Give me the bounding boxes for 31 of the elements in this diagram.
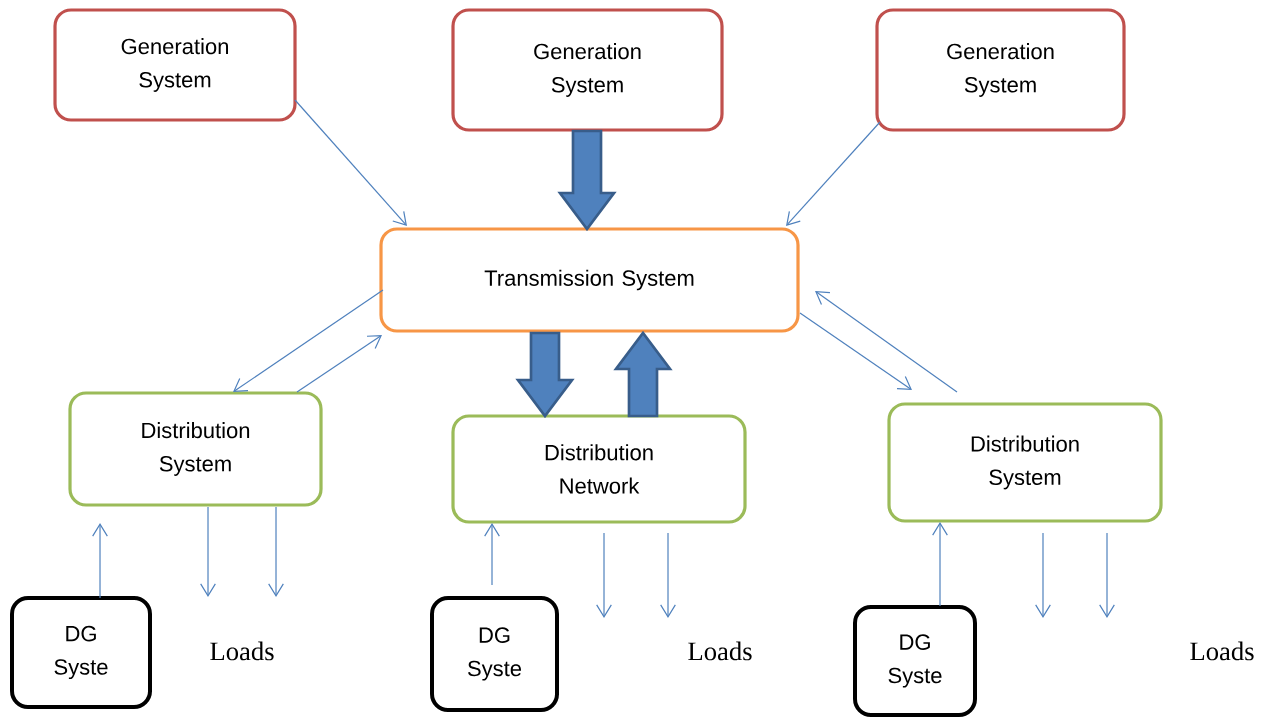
arrow <box>200 506 216 597</box>
arrow <box>296 335 382 393</box>
generation-box: Generation System <box>451 8 724 132</box>
arrow <box>596 532 612 618</box>
loads-label: Loads <box>1190 641 1254 661</box>
generation-box: Generation System <box>875 8 1126 132</box>
arrow <box>233 289 384 392</box>
arrow <box>786 121 881 226</box>
arrow <box>294 99 407 226</box>
arrow <box>660 532 676 618</box>
arrow <box>815 291 958 393</box>
dg-box: DG Syste <box>430 596 559 712</box>
loads-label: Loads <box>210 641 274 661</box>
block-arrow <box>515 331 575 419</box>
dg-box: DG Syste <box>10 596 152 709</box>
arrow <box>1035 532 1051 618</box>
arrow <box>799 312 912 390</box>
arrow <box>268 506 284 597</box>
dg-box: DG Syste <box>853 605 977 717</box>
distribution-box: Distribution System <box>68 391 323 507</box>
arrow <box>932 522 948 607</box>
distribution-box: Distribution System <box>887 402 1163 523</box>
generation-box: Generation System <box>53 8 297 122</box>
loads-label: Loads <box>688 641 752 661</box>
arrow <box>484 523 500 586</box>
block-arrow <box>557 129 617 232</box>
arrow <box>92 523 108 599</box>
arrow <box>1099 532 1115 618</box>
distribution-box: Distribution Network <box>451 414 747 524</box>
block-arrow <box>613 330 673 418</box>
transmission-box: Transmission System <box>379 227 800 333</box>
